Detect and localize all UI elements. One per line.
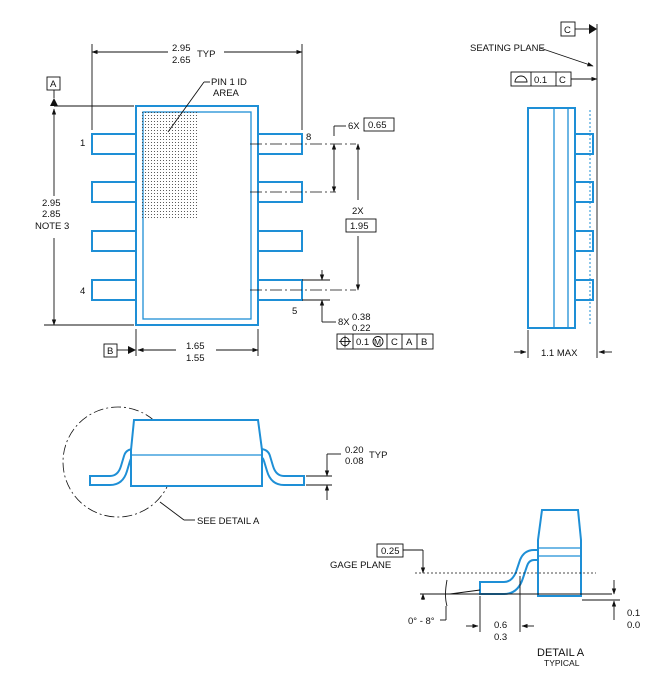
datum-c-label: C [564, 25, 571, 36]
side-lead-3 [574, 230, 594, 252]
profile-icon [514, 75, 528, 83]
pitch-value: 0.65 [368, 120, 387, 131]
height-max: 1.1 MAX [541, 348, 578, 359]
lead-pin-2 [91, 181, 137, 203]
gage-plane-label: GAGE PLANE [330, 560, 391, 571]
gage-box [376, 543, 404, 558]
datum-b-box [103, 343, 118, 358]
angle-label: 0° - 8° [408, 616, 435, 627]
width-min: 2.65 [172, 55, 191, 66]
standoff-min: 0.0 [627, 620, 640, 631]
standoff-max: 0.1 [627, 608, 640, 619]
pitch-box [363, 117, 395, 132]
flatness-datum: C [559, 75, 566, 86]
body-width-min: 1.55 [186, 353, 205, 364]
fcf-modifier: M [374, 337, 381, 347]
side-lead-4 [574, 279, 594, 301]
thickness-max: 0.20 [345, 445, 364, 456]
foot-min: 0.3 [494, 632, 507, 643]
width-typ: TYP [197, 49, 215, 60]
fcf-tolerance: 0.1 [356, 337, 369, 348]
datum-b-label: B [107, 346, 113, 357]
fcf-datum-a: A [406, 337, 413, 348]
length-max: 2.95 [42, 198, 61, 209]
lead-width-min: 0.22 [352, 323, 371, 334]
fcf-datum-b: B [421, 337, 427, 348]
side-lead-2 [574, 181, 594, 203]
see-detail-label: SEE DETAIL A [197, 516, 260, 527]
end-body [130, 419, 263, 487]
pin-5-label: 5 [292, 306, 297, 317]
detail-body [537, 509, 582, 597]
length-note: NOTE 3 [35, 221, 69, 232]
side-lead-1 [574, 133, 594, 155]
detail-title: DETAIL A [537, 647, 585, 659]
seating-plane-label: SEATING PLANE [470, 43, 545, 54]
pitch-count: 6X [348, 121, 360, 132]
datum-a-box [46, 76, 61, 91]
span-box [345, 218, 377, 233]
position-icon [339, 335, 351, 348]
end-view: 0.20 0.08 TYP SEE DETAIL A [62, 406, 387, 527]
length-min: 2.85 [42, 209, 61, 220]
width-max: 2.95 [172, 43, 191, 54]
thickness-min: 0.08 [345, 456, 364, 467]
pin1-id-label: PIN 1 ID [211, 77, 247, 88]
side-body [527, 107, 576, 329]
side-view: C SEATING PLANE 0.1 C 1.1 MAX [470, 21, 612, 359]
span-count: 2X [352, 206, 364, 217]
thickness-typ: TYP [369, 450, 387, 461]
pin1-area-label: AREA [213, 88, 240, 99]
pin-4-label: 4 [80, 286, 85, 297]
detail-subtitle: TYPICAL [544, 658, 580, 668]
fcf-datum-c: C [391, 337, 398, 348]
gage-value: 0.25 [381, 546, 400, 557]
body-width-max: 1.65 [186, 341, 205, 352]
flatness-value: 0.1 [534, 75, 547, 86]
lead-pin-3 [91, 230, 137, 252]
lead-pin-1 [91, 133, 137, 155]
foot-max: 0.6 [494, 620, 507, 631]
lead-right [255, 448, 305, 486]
lead-pin-6 [257, 230, 303, 252]
position-fcf [336, 333, 434, 350]
pin1-id-area [140, 110, 198, 218]
detail-lead [479, 549, 539, 595]
datum-a-label: A [50, 79, 57, 90]
lead-width-count: 8X [338, 317, 350, 328]
lead-width-max: 0.38 [352, 312, 371, 323]
span-value: 1.95 [350, 221, 369, 232]
lead-pin-4 [91, 279, 137, 301]
mmc-icon [372, 336, 384, 347]
pin-8-label: 8 [306, 132, 311, 143]
top-view: 2.95 2.65 TYP PIN 1 ID AREA A 2.95 2.85 … [35, 43, 434, 364]
detail-a: 0.25 GAGE PLANE 0° - 8° 0.6 0.3 0.1 0.0 … [330, 509, 640, 668]
pin-1-label: 1 [80, 138, 85, 149]
